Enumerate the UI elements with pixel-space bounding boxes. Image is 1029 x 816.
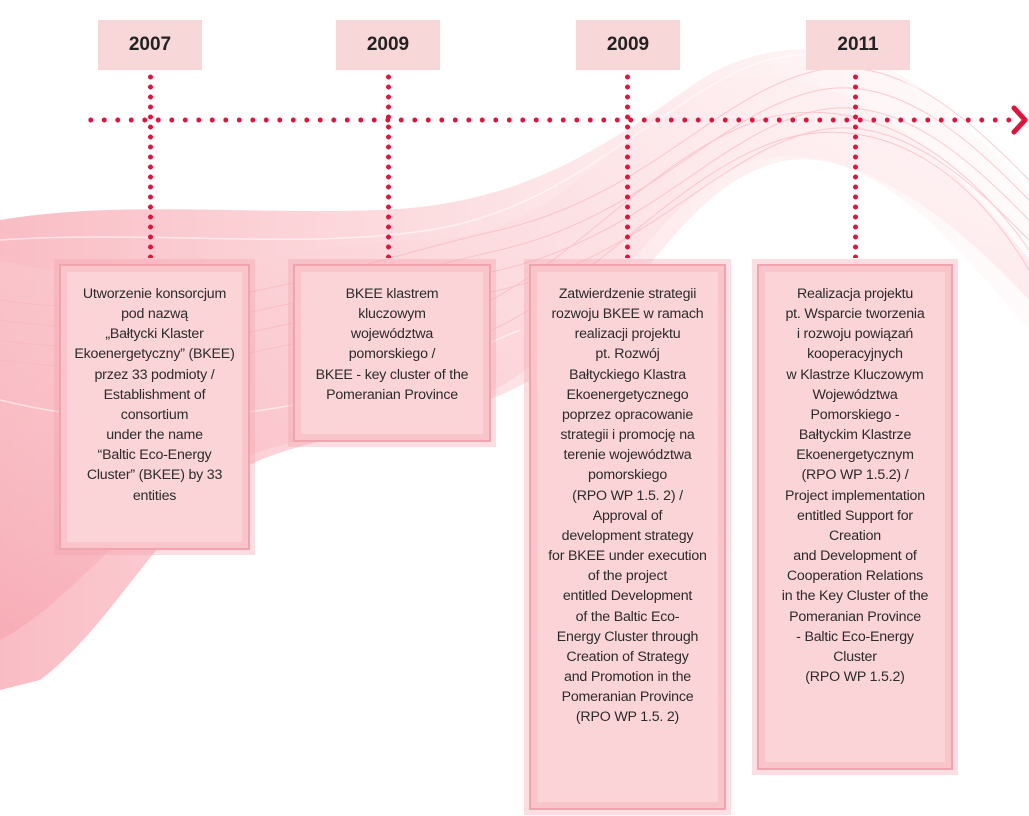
connector-line-2 xyxy=(386,72,391,258)
milestone-card-2: BKEE klastrem kluczowym województwa pomo… xyxy=(293,264,491,442)
year-label-3: 2009 xyxy=(576,20,680,70)
chevron-right-icon xyxy=(1011,105,1028,135)
timeline-axis xyxy=(84,117,1014,123)
milestone-text-2: BKEE klastrem kluczowym województwa pomo… xyxy=(301,272,483,434)
year-label-1: 2007 xyxy=(98,20,202,70)
connector-line-3 xyxy=(625,72,630,258)
connector-line-4 xyxy=(853,72,858,258)
year-label-2: 2009 xyxy=(336,20,440,70)
connector-line-1 xyxy=(148,72,153,258)
milestone-text-1: Utworzenie konsorcjum pod nazwą „Bałtyck… xyxy=(67,272,242,542)
milestone-card-3: Zatwierdzenie strategii rozwoju BKEE w r… xyxy=(529,264,726,810)
milestone-card-4: Realizacja projektu pt. Wsparcie tworzen… xyxy=(757,264,953,770)
milestone-text-3: Zatwierdzenie strategii rozwoju BKEE w r… xyxy=(537,272,718,802)
year-label-4: 2011 xyxy=(806,20,910,70)
milestone-text-4: Realizacja projektu pt. Wsparcie tworzen… xyxy=(765,272,945,762)
milestone-card-1: Utworzenie konsorcjum pod nazwą „Bałtyck… xyxy=(59,264,250,550)
